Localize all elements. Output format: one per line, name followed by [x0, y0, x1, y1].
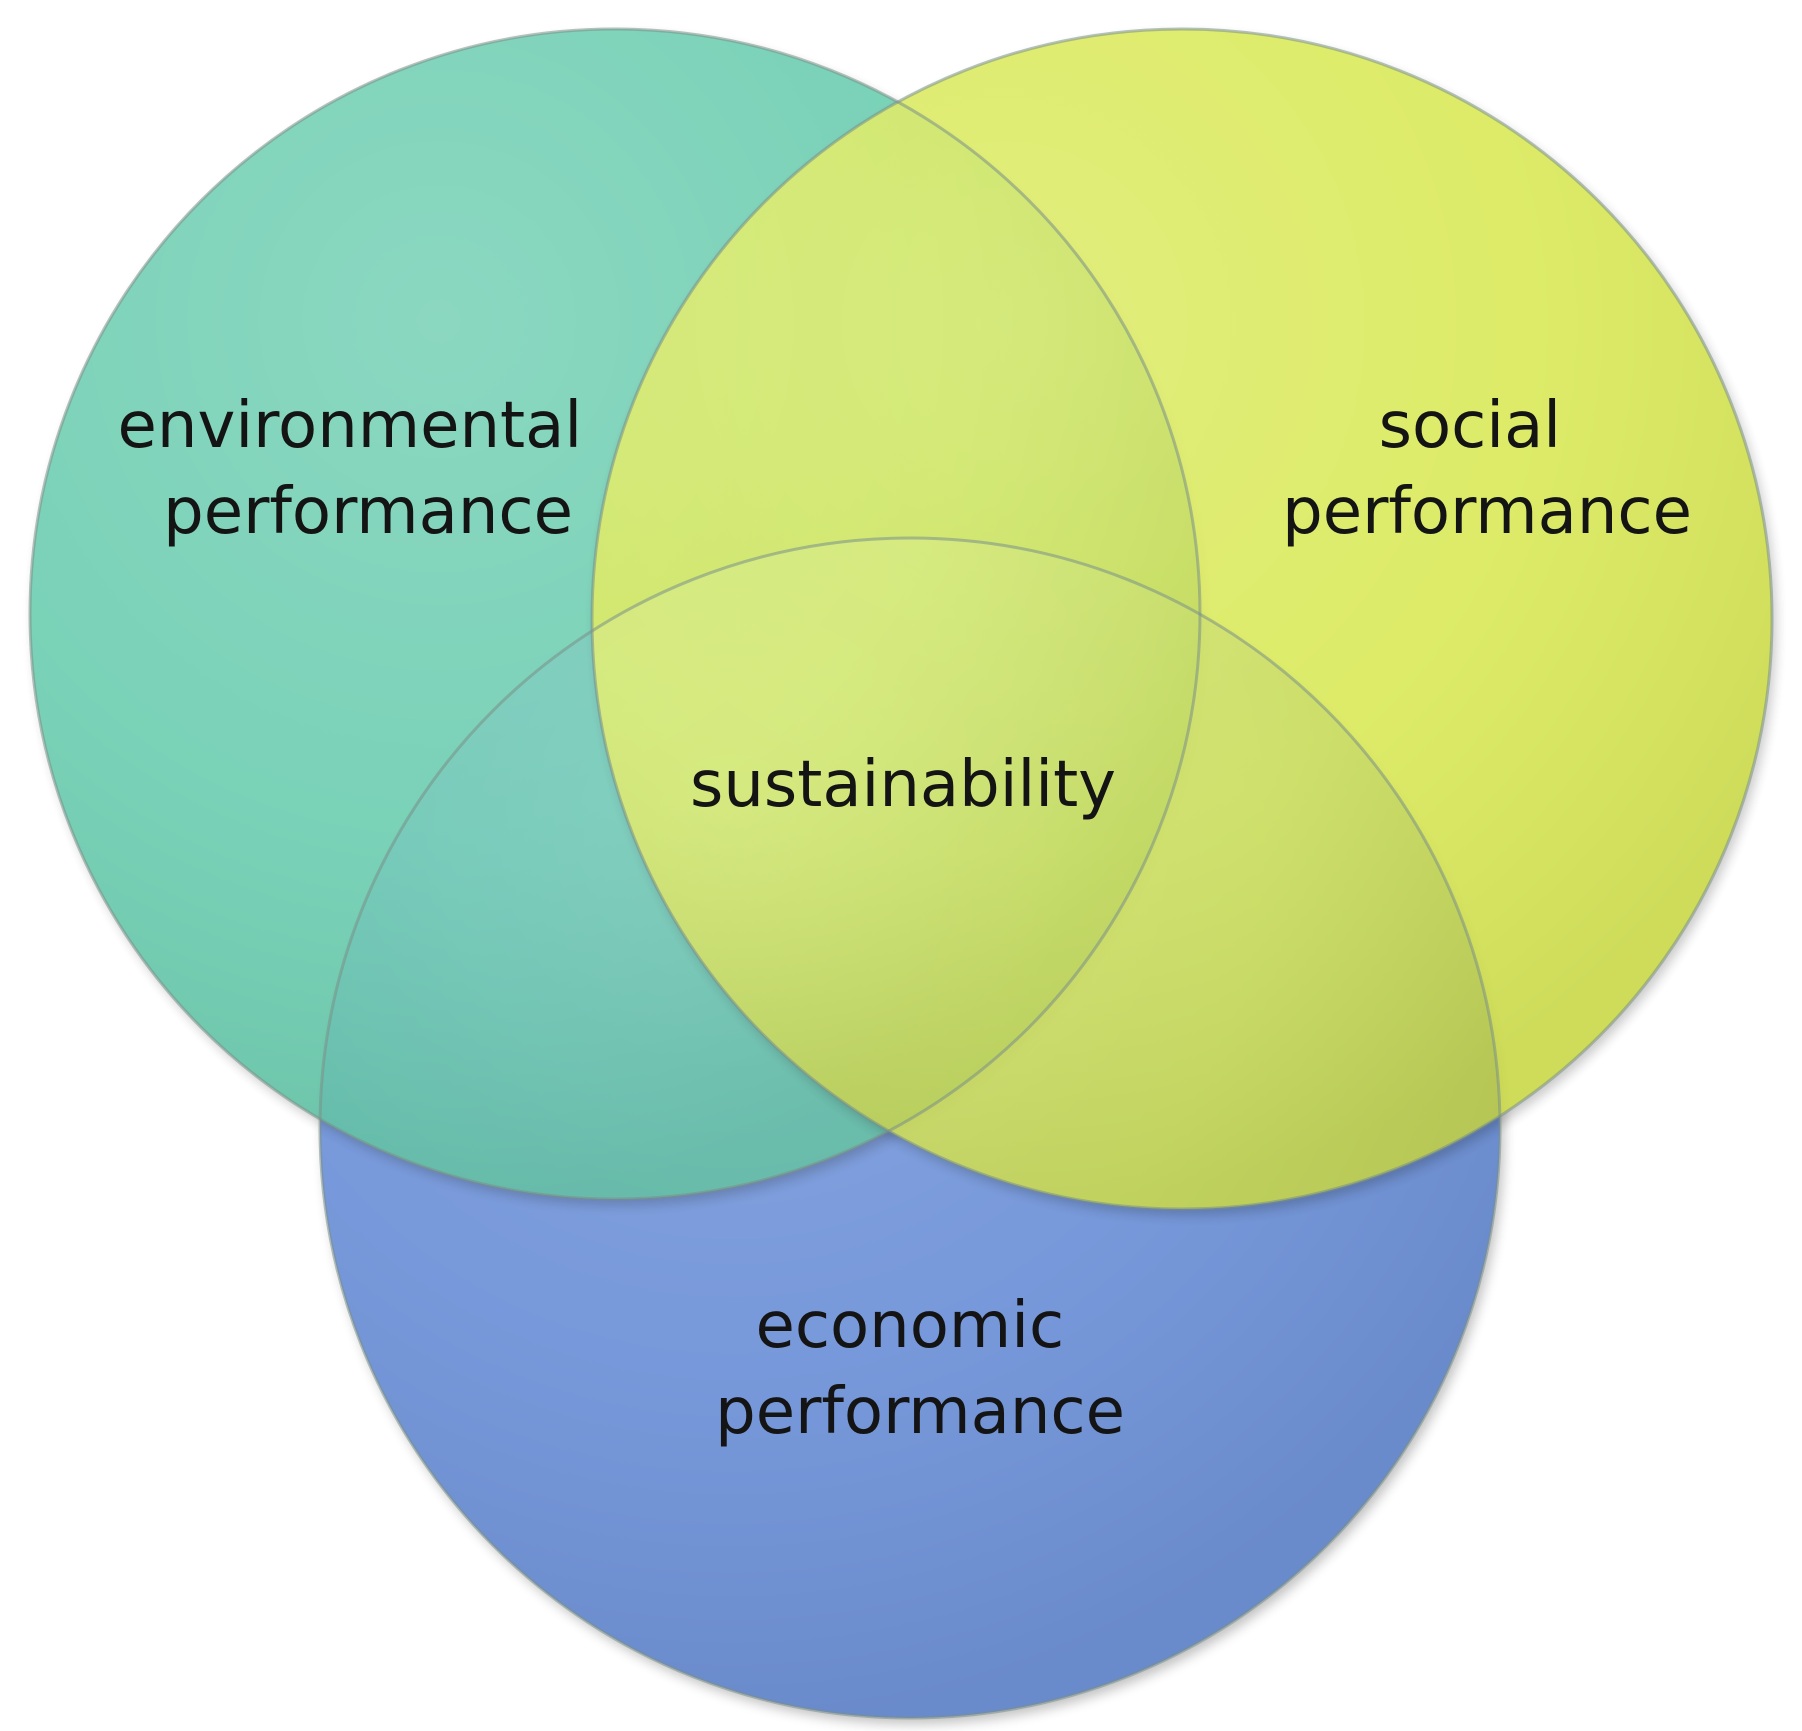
social-circle-outline	[590, 27, 1774, 1211]
economic-circle-outline	[318, 536, 1502, 1720]
environmental-label-line-1: environmental	[118, 389, 583, 463]
economic-label-line-1: economic	[755, 1289, 1064, 1363]
social-label-line-1: social	[1379, 389, 1561, 463]
social-circle-gloss	[592, 29, 1772, 1209]
economic-label-line-2: performance	[715, 1375, 1125, 1449]
environmental-circle-outline	[28, 27, 1202, 1201]
economic-performance-label: economic performance	[715, 1289, 1125, 1449]
environmental-label-line-2: performance	[163, 475, 573, 549]
environmental-performance-label: environmental performance	[118, 389, 603, 549]
social-performance-label: social performance	[1282, 389, 1692, 549]
social-label-line-2: performance	[1282, 475, 1692, 549]
sustainability-label: sustainability	[690, 748, 1116, 822]
